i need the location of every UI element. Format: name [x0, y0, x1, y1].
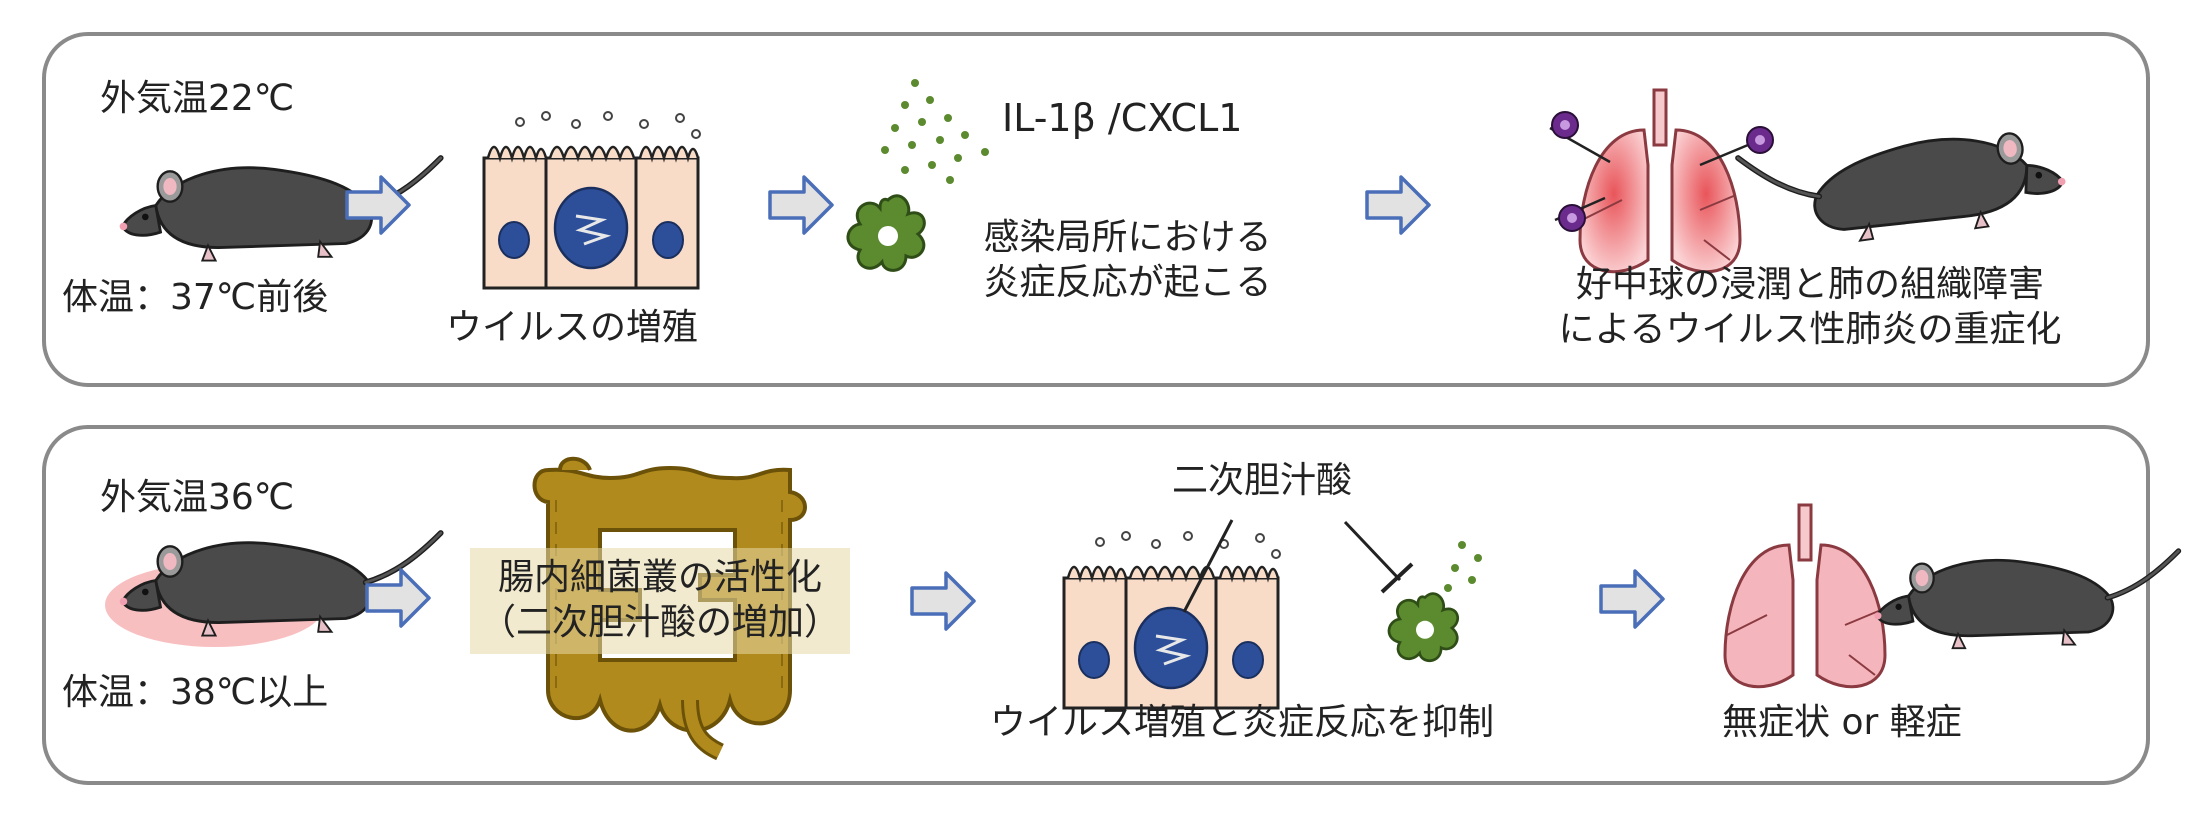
inhibition-icon — [1343, 520, 1414, 594]
microbiota-caption: 腸内細菌叢の活性化 （二次胆汁酸の増加） — [460, 555, 860, 645]
severe-pneumonia-line1: 好中球の浸潤と肺の組織障害 — [1575, 264, 2044, 305]
arrow-right-icon — [1599, 569, 1665, 629]
cytokine-dots-icon — [1444, 541, 1482, 592]
cytokine-label: IL-1β /CXCL1 — [1002, 96, 1243, 140]
sick-mouse-icon — [1738, 113, 2070, 259]
neutrophil-icon — [1551, 111, 1774, 232]
local-inflammation-caption: 感染局所における 炎症反応が起こる — [950, 215, 1305, 305]
macrophage-icon — [1387, 592, 1460, 663]
bottom-body-temp: 体温：38℃以上 — [62, 672, 329, 713]
suppression-caption: ウイルス増殖と炎症反応を抑制 — [990, 702, 1495, 743]
healthy-lung-icon — [1723, 503, 1887, 689]
arrow-right-icon — [910, 571, 976, 631]
arrow-right-icon — [1365, 175, 1431, 235]
macrophage-icon — [846, 194, 926, 272]
top-outside-temp: 外気温22℃ — [100, 78, 295, 119]
severe-pneumonia-caption: 好中球の浸潤と肺の組織障害 によるウイルス性肺炎の重症化 — [1500, 262, 2120, 352]
bottom-outside-temp: 外気温36℃ — [100, 477, 295, 518]
local-inflammation-line1: 感染局所における — [983, 217, 1272, 258]
mild-outcome-caption: 無症状 or 軽症 — [1722, 702, 1962, 743]
epithelial-cells-icon — [482, 110, 702, 290]
top-body-temp: 体温：37℃前後 — [62, 277, 329, 318]
severe-pneumonia-line2: によるウイルス性肺炎の重症化 — [1558, 309, 2062, 350]
virus-replication-caption: ウイルスの増殖 — [446, 307, 699, 348]
arrow-right-icon — [768, 175, 834, 235]
microbiota-line1: 腸内細菌叢の活性化 — [497, 557, 822, 598]
intestine-icon — [470, 456, 850, 761]
local-inflammation-line2: 炎症反応が起こる — [983, 262, 1272, 303]
microbiota-line2: （二次胆汁酸の増加） — [479, 602, 840, 643]
healthy-mouse-icon — [1874, 551, 2178, 648]
bile-acid-label: 二次胆汁酸 — [1172, 460, 1353, 501]
cytokine-dots-icon — [881, 79, 989, 184]
inflamed-lung-icon — [1549, 88, 1761, 274]
bile-acid-pointer — [1182, 519, 1234, 613]
epithelial-cells-icon — [1062, 530, 1282, 710]
